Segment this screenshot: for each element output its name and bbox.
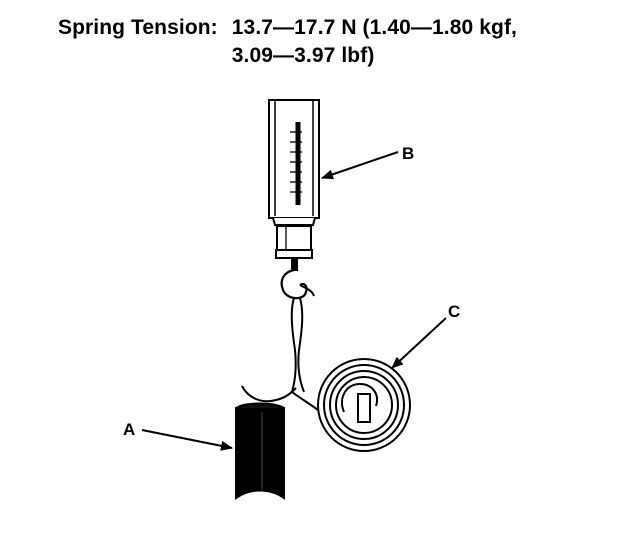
- spring-outer-tail: [291, 391, 319, 411]
- spring-coil-3: [329, 370, 399, 440]
- callout-b-label: B: [402, 144, 414, 163]
- holding-block: [235, 385, 297, 500]
- scale-collar: [276, 225, 312, 251]
- spring-scale: [268, 99, 320, 271]
- callout-a-leader: [141, 429, 233, 451]
- spring-hooked-end: [241, 385, 297, 403]
- spec-label: Spring Tension:: [58, 16, 218, 39]
- callout-c-leader: [391, 317, 447, 369]
- scale-cap: [275, 249, 313, 259]
- spring-coil-4: [335, 376, 393, 434]
- spring-tang-loop: [290, 297, 297, 393]
- spring-center-tang: [357, 393, 371, 423]
- spring-tension-spec: Spring Tension: 13.7—17.7 N (1.40—1.80 k…: [58, 14, 517, 70]
- block-body: [235, 407, 285, 500]
- scale-body: [268, 99, 320, 219]
- callout-b-leader: [321, 151, 399, 180]
- spec-values: 13.7—17.7 N (1.40—1.80 kgf, 3.09—3.97 lb…: [232, 14, 517, 70]
- spiral-spring: [291, 358, 411, 452]
- scale-graduations: [290, 131, 302, 193]
- spring-inner-curl: [341, 382, 378, 413]
- hook-tip: [299, 284, 315, 297]
- callout-a-label: A: [123, 420, 135, 439]
- callout-c-label: C: [448, 302, 460, 321]
- spec-value-line-2: 3.09—3.97 lbf): [231, 44, 375, 67]
- spring-coil-2: [323, 364, 405, 446]
- spring-tang-loop-inner: [297, 297, 305, 393]
- spec-row: Spring Tension: 13.7—17.7 N (1.40—1.80 k…: [58, 14, 517, 70]
- spring-coil-1: [317, 358, 411, 452]
- scale-neck: [272, 217, 316, 226]
- spec-value-line-1: 13.7—17.7 N (1.40—1.80 kgf,: [231, 16, 517, 39]
- scale-hook: [280, 268, 308, 300]
- scale-stem: [291, 257, 298, 271]
- block-top-edge: [235, 402, 285, 409]
